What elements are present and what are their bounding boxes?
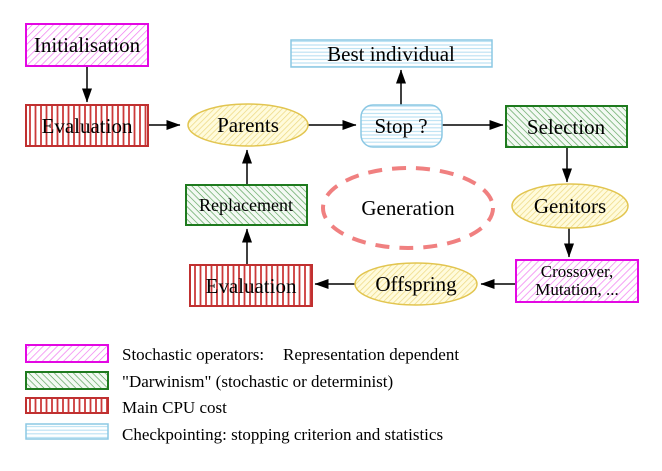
node-genitors-label: Genitors — [534, 194, 606, 218]
node-selection: Selection — [505, 105, 628, 148]
legend-swatch-magenta-hatch — [25, 344, 109, 363]
node-replacement: Replacement — [185, 184, 308, 226]
legend: Stochastic operators: Representation dep… — [25, 344, 459, 444]
node-evaluation-top-box — [25, 104, 149, 147]
legend-item-main-cpu-cost: Main CPU cost — [25, 397, 227, 417]
node-best-individual-box — [290, 39, 493, 68]
node-initialisation-label: Initialisation — [34, 33, 141, 57]
legend-label-stochastic-operators: Stochastic operators: — [122, 345, 264, 364]
legend-swatch-green-hatch — [25, 371, 109, 390]
legend-label-main-cpu-cost: Main CPU cost — [122, 398, 227, 417]
legend-swatch-red-stripes — [25, 397, 109, 414]
diagram-arrows — [82, 66, 574, 289]
node-evaluation-bottom-label: Evaluation — [206, 274, 297, 298]
node-offspring: Offspring — [354, 262, 478, 306]
node-crossover-label: Crossover, — [541, 262, 614, 281]
node-generation: Generation — [321, 166, 495, 250]
legend-item-checkpointing: Checkpointing: stopping criterion and st… — [25, 423, 443, 444]
node-generation-label: Generation — [361, 196, 455, 220]
node-parents-label: Parents — [217, 113, 279, 137]
node-initialisation-box — [25, 23, 149, 67]
node-replacement-box — [185, 184, 308, 226]
node-parents-ellipse — [187, 103, 309, 147]
node-parents: Parents — [187, 103, 309, 147]
legend-item-darwinism: "Darwinism" (stochastic or determinist) — [25, 371, 393, 391]
node-mutation-label: Mutation, ... — [535, 280, 619, 299]
node-generation-ellipse — [321, 166, 495, 250]
node-evaluation-bottom: Evaluation — [189, 264, 313, 307]
node-stop: Stop ? — [360, 104, 443, 148]
node-evaluation-top: Evaluation — [25, 104, 149, 147]
legend-label-darwinism: "Darwinism" (stochastic or determinist) — [122, 372, 393, 391]
node-selection-box — [505, 105, 628, 148]
node-evaluation-top-label: Evaluation — [42, 114, 133, 138]
legend-label-representation-dependent: Representation dependent — [283, 345, 459, 364]
node-offspring-ellipse — [354, 262, 478, 306]
node-genitors-ellipse — [511, 183, 629, 229]
legend-item-stochastic-operators: Stochastic operators: Representation dep… — [25, 344, 459, 364]
node-best-individual: Best individual — [290, 39, 493, 68]
legend-label-checkpointing: Checkpointing: stopping criterion and st… — [122, 425, 443, 444]
node-offspring-label: Offspring — [375, 272, 457, 296]
node-stop-box — [360, 104, 443, 148]
node-crossover-mutation-box — [515, 259, 639, 303]
node-replacement-label: Replacement — [199, 195, 293, 215]
node-initialisation: Initialisation — [25, 23, 149, 67]
node-genitors: Genitors — [511, 183, 629, 229]
node-stop-label: Stop ? — [374, 114, 427, 138]
node-crossover-mutation: Crossover, Mutation, ... — [515, 259, 639, 303]
node-selection-label: Selection — [527, 115, 606, 139]
node-evaluation-bottom-box — [189, 264, 313, 307]
node-best-individual-label: Best individual — [327, 42, 455, 66]
legend-swatch-cyan-stripes — [25, 423, 109, 440]
